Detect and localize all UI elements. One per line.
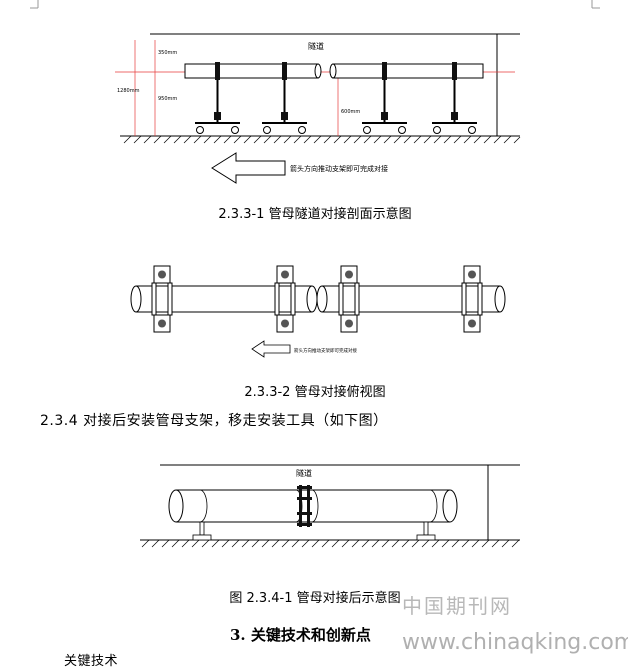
cutoff-text-line: 关键技术: [64, 654, 119, 669]
support-1: [195, 62, 240, 134]
watermark-cn: 中国期刊网: [402, 594, 512, 618]
figure-after-connection: 隧道: [140, 464, 520, 548]
support-3: [362, 62, 407, 134]
arrow-text-1: 箭头方向推动支架即可完成对接: [290, 164, 388, 173]
push-direction-arrow-icon: [211, 152, 286, 184]
section-heading-3: 3. 关键技术和创新点: [230, 626, 371, 644]
clamp-4: [461, 265, 483, 333]
clamp-3: [338, 265, 360, 333]
dim-600: 600mm: [341, 109, 360, 115]
watermark-url: www.chinaqking.com: [402, 630, 628, 655]
support-4: [432, 62, 477, 134]
caption-figure-2-3-4-1: 图 2.3.4-1 管母对接后示意图: [229, 591, 401, 606]
tunnel-label: 隧道: [308, 41, 324, 51]
tunnel-label-2: 隧道: [296, 468, 312, 478]
dim-1280: 1280mm: [117, 88, 140, 94]
joint-clamp: [297, 485, 312, 527]
clamp-1: [151, 265, 173, 333]
figure-top-view: 箭头方向推动支架即可完成对接: [130, 265, 506, 358]
dim-950: 950mm: [158, 96, 177, 102]
caption-figure-2-3-3-2: 2.3.3-2 管母对接俯视图: [244, 385, 386, 400]
dim-350: 350mm: [158, 50, 177, 56]
figure-tunnel-section: 隧道 350mm 1280mm 950mm 600mm: [115, 33, 521, 184]
page-corner-marks: [30, 0, 600, 9]
clamp-2: [274, 265, 296, 333]
support-2: [262, 62, 307, 134]
arrow-text-2: 箭头方向推动支架即可完成对接: [294, 347, 357, 354]
push-direction-arrow-small-icon: [251, 340, 291, 358]
paragraph-step-2-3-4: 2.3.4 对接后安装管母支架，移走安装工具（如下图）: [40, 413, 388, 429]
caption-figure-2-3-3-1: 2.3.3-1 管母隧道对接剖面示意图: [218, 207, 412, 222]
